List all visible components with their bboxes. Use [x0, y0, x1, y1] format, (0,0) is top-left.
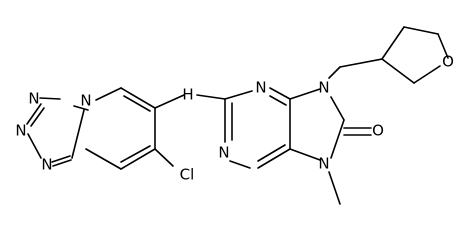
atom-label-triazole-n1: N — [28, 90, 39, 108]
bond — [269, 95, 287, 106]
atom-label-thf-o: O — [442, 53, 454, 71]
bond — [257, 144, 286, 162]
bond — [224, 90, 253, 100]
bond — [330, 119, 345, 159]
bond — [154, 148, 174, 167]
bond — [95, 87, 122, 101]
bond — [257, 148, 291, 169]
bond — [437, 33, 449, 59]
bond — [52, 159, 72, 167]
bond — [71, 109, 85, 159]
bond — [27, 133, 42, 159]
atom-label-chlorine: Cl — [180, 166, 195, 184]
bond — [123, 95, 151, 112]
bond — [269, 87, 291, 100]
bond — [51, 155, 71, 163]
atom-label-carbonyl-o: O — [372, 122, 384, 140]
atom-label-triazole-n3: N — [41, 156, 52, 174]
bond — [328, 66, 341, 79]
bond — [328, 171, 341, 205]
chemical-structure-diagram: N N N N H Cl N N N N O O — [15, 26, 454, 205]
bond — [73, 105, 89, 111]
atom-label-pyrimidine-n-left: N — [218, 144, 229, 162]
atom-label-bridgehead-n: N — [80, 92, 91, 110]
bond — [30, 107, 45, 127]
bond — [120, 145, 151, 163]
bond — [330, 96, 345, 121]
bond — [120, 87, 156, 109]
bond — [381, 26, 405, 60]
bond — [289, 88, 321, 100]
bond — [339, 58, 383, 68]
bond-lines — [26, 26, 449, 205]
bond — [289, 148, 321, 161]
bond — [26, 103, 42, 125]
bond — [229, 160, 251, 169]
atom-label-triazole-n2: N — [15, 122, 26, 140]
bond — [85, 148, 122, 170]
atom-label-pyrimidine-n-top: N — [255, 79, 266, 97]
bond — [154, 94, 185, 109]
atom-label-amine-h: H — [182, 86, 193, 104]
bond — [413, 65, 441, 84]
bond — [381, 58, 415, 84]
atom-label-purine-n7: N — [318, 155, 329, 173]
atom-labels: N N N N H Cl N N N N O O — [15, 53, 454, 184]
bond — [39, 97, 61, 100]
atom-label-purine-n9: N — [318, 79, 329, 97]
bond — [196, 94, 226, 100]
bond — [403, 26, 439, 35]
bond — [120, 148, 156, 170]
